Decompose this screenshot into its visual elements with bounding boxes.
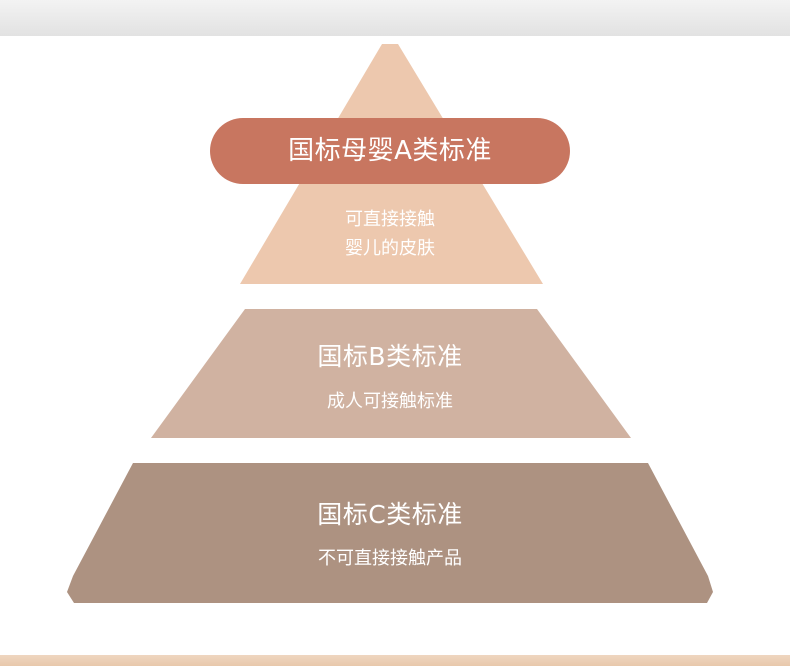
tier-c-desc: 不可直接接触产品 xyxy=(318,548,462,569)
tier-a-title: 国标母婴A类标准 xyxy=(288,136,492,166)
tier-b-desc: 成人可接触标准 xyxy=(327,391,453,412)
tier-b-trapezoid xyxy=(151,309,631,438)
tier-a-desc-line2: 婴儿的皮肤 xyxy=(345,238,435,259)
bottom-band xyxy=(0,655,790,666)
tier-b-title: 国标B类标准 xyxy=(317,342,463,371)
tier-a-pill xyxy=(210,118,570,184)
top-band xyxy=(0,0,790,36)
tier-c-title: 国标C类标准 xyxy=(317,500,463,529)
tier-a-desc-line1: 可直接接触 xyxy=(345,209,435,230)
tier-c-trapezoid xyxy=(67,463,713,603)
